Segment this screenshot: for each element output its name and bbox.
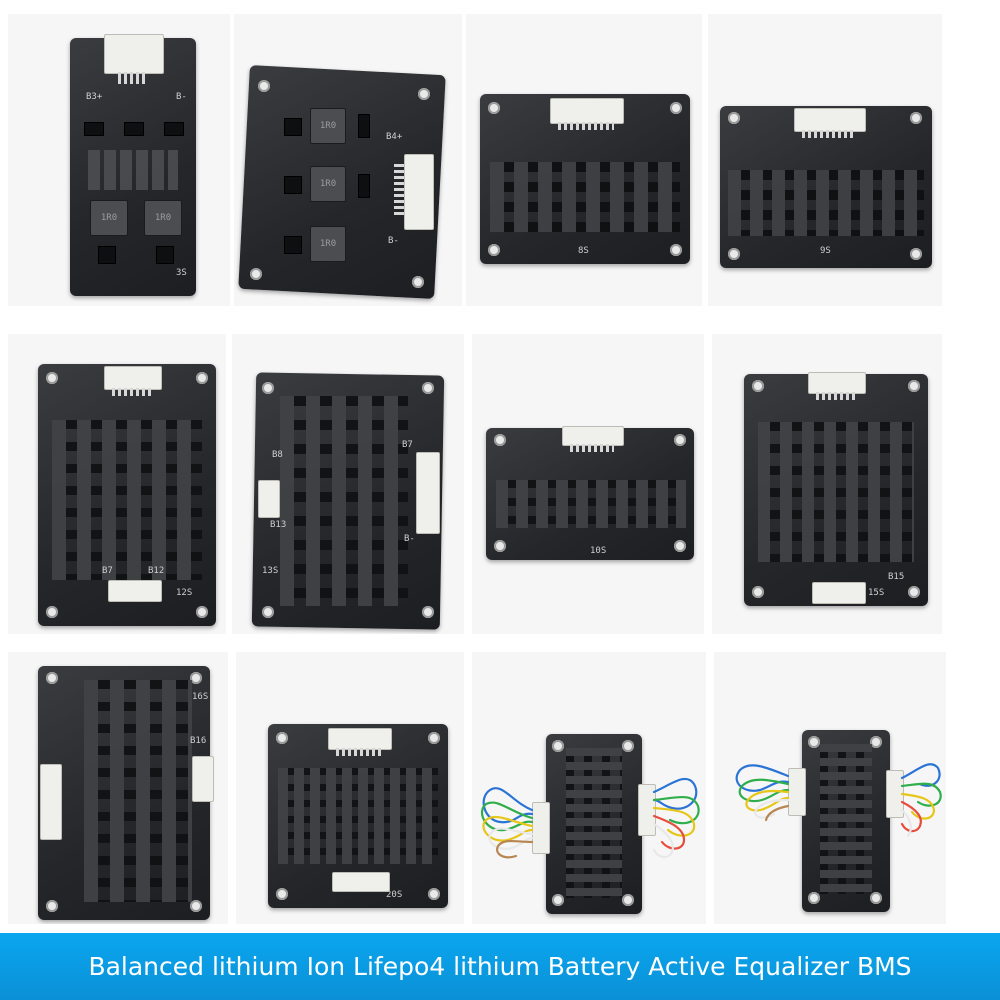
silk-label: B15 (888, 572, 905, 582)
silk-label: 8S (578, 246, 589, 256)
silk-label: 9S (820, 246, 831, 256)
silk-label: B7 (102, 566, 113, 576)
inductor-label: 1R0 (310, 108, 346, 144)
silk-label: B4+ (386, 132, 403, 142)
product-photo-9s: 9S (708, 14, 942, 306)
product-photo-16s: B16 16S (8, 652, 228, 924)
product-photo-13s: B8 B13 B7 B- 13S (232, 334, 464, 634)
silk-label: B16 (190, 736, 207, 746)
silk-label: 13S (262, 566, 279, 576)
silk-label: B3+ (86, 92, 103, 102)
product-photo-3s: 1R0 1R0 B3+ B- 3S (8, 14, 230, 306)
silk-label: 12S (176, 588, 193, 598)
product-photo-wired-b (714, 652, 946, 924)
silk-label: B- (176, 92, 187, 102)
product-photo-20s: 20S (236, 652, 464, 924)
silk-label: B12 (148, 566, 165, 576)
product-photo-8s: 8S (466, 14, 702, 306)
silk-label: 20S (386, 890, 403, 900)
inductor-label: 1R0 (310, 226, 346, 262)
inductor-label: 1R0 (144, 200, 182, 236)
silk-label: B- (388, 236, 399, 246)
product-title-banner: Balanced lithium Ion Lifepo4 lithium Bat… (0, 933, 1000, 1000)
silk-label: 15S (868, 588, 885, 598)
silk-label: 10S (590, 546, 607, 556)
silk-label: 16S (192, 692, 209, 702)
product-photo-4s: 1R0 1R0 1R0 B4+ B- (234, 14, 462, 306)
wire-harness (735, 763, 942, 838)
inductor-label: 1R0 (310, 166, 346, 202)
silk-label: B13 (270, 520, 287, 530)
silk-label: B- (404, 534, 415, 544)
product-photo-12s: B7 B12 12S (8, 334, 226, 634)
banner-text: Balanced lithium Ion Lifepo4 lithium Bat… (88, 952, 912, 981)
silk-label: B7 (402, 440, 413, 450)
product-photo-15s: B15 15S (712, 334, 942, 634)
silk-label: 3S (176, 268, 187, 278)
silk-label: B8 (272, 450, 283, 460)
inductor-label: 1R0 (90, 200, 128, 236)
product-photo-wired-a (472, 652, 706, 924)
product-photo-10s: 10S (472, 334, 704, 634)
wire-harness (480, 777, 700, 859)
